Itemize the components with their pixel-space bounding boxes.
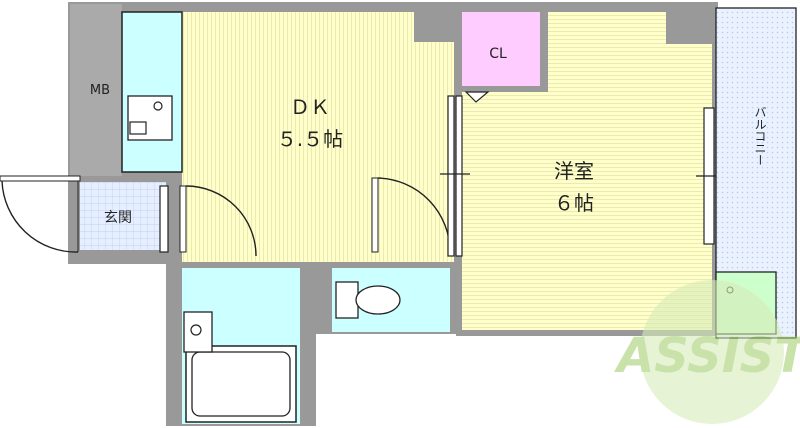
label-western-size: ６帖 [554,191,594,215]
assist-logo: ASSIST [613,280,800,424]
label-dk-size: ５.５帖 [277,127,343,151]
label-western-room: 洋室 [554,159,594,183]
label-entrance: 玄関 [104,209,132,226]
toilet [335,281,401,319]
dk-floor [182,12,454,262]
shoe-cabinet [159,185,169,253]
label-mb: MB [90,83,110,98]
room-sliding-door [440,95,470,257]
label-balcony: バルコニー [753,106,767,166]
entrance-floor [80,182,166,250]
kitchen-counter [121,11,183,173]
kitchen-door [179,185,257,257]
label-dk: ＤＫ [290,95,330,119]
bathtub [185,345,297,423]
label-closet: CL [489,46,507,62]
entrance-door [0,175,81,253]
watermark-text: ASSIST [613,328,800,384]
column [414,12,454,42]
wash-basin [183,311,213,353]
mb-area [70,4,122,176]
closet-door [464,91,490,103]
closet-floor [462,12,540,88]
column [666,12,712,44]
